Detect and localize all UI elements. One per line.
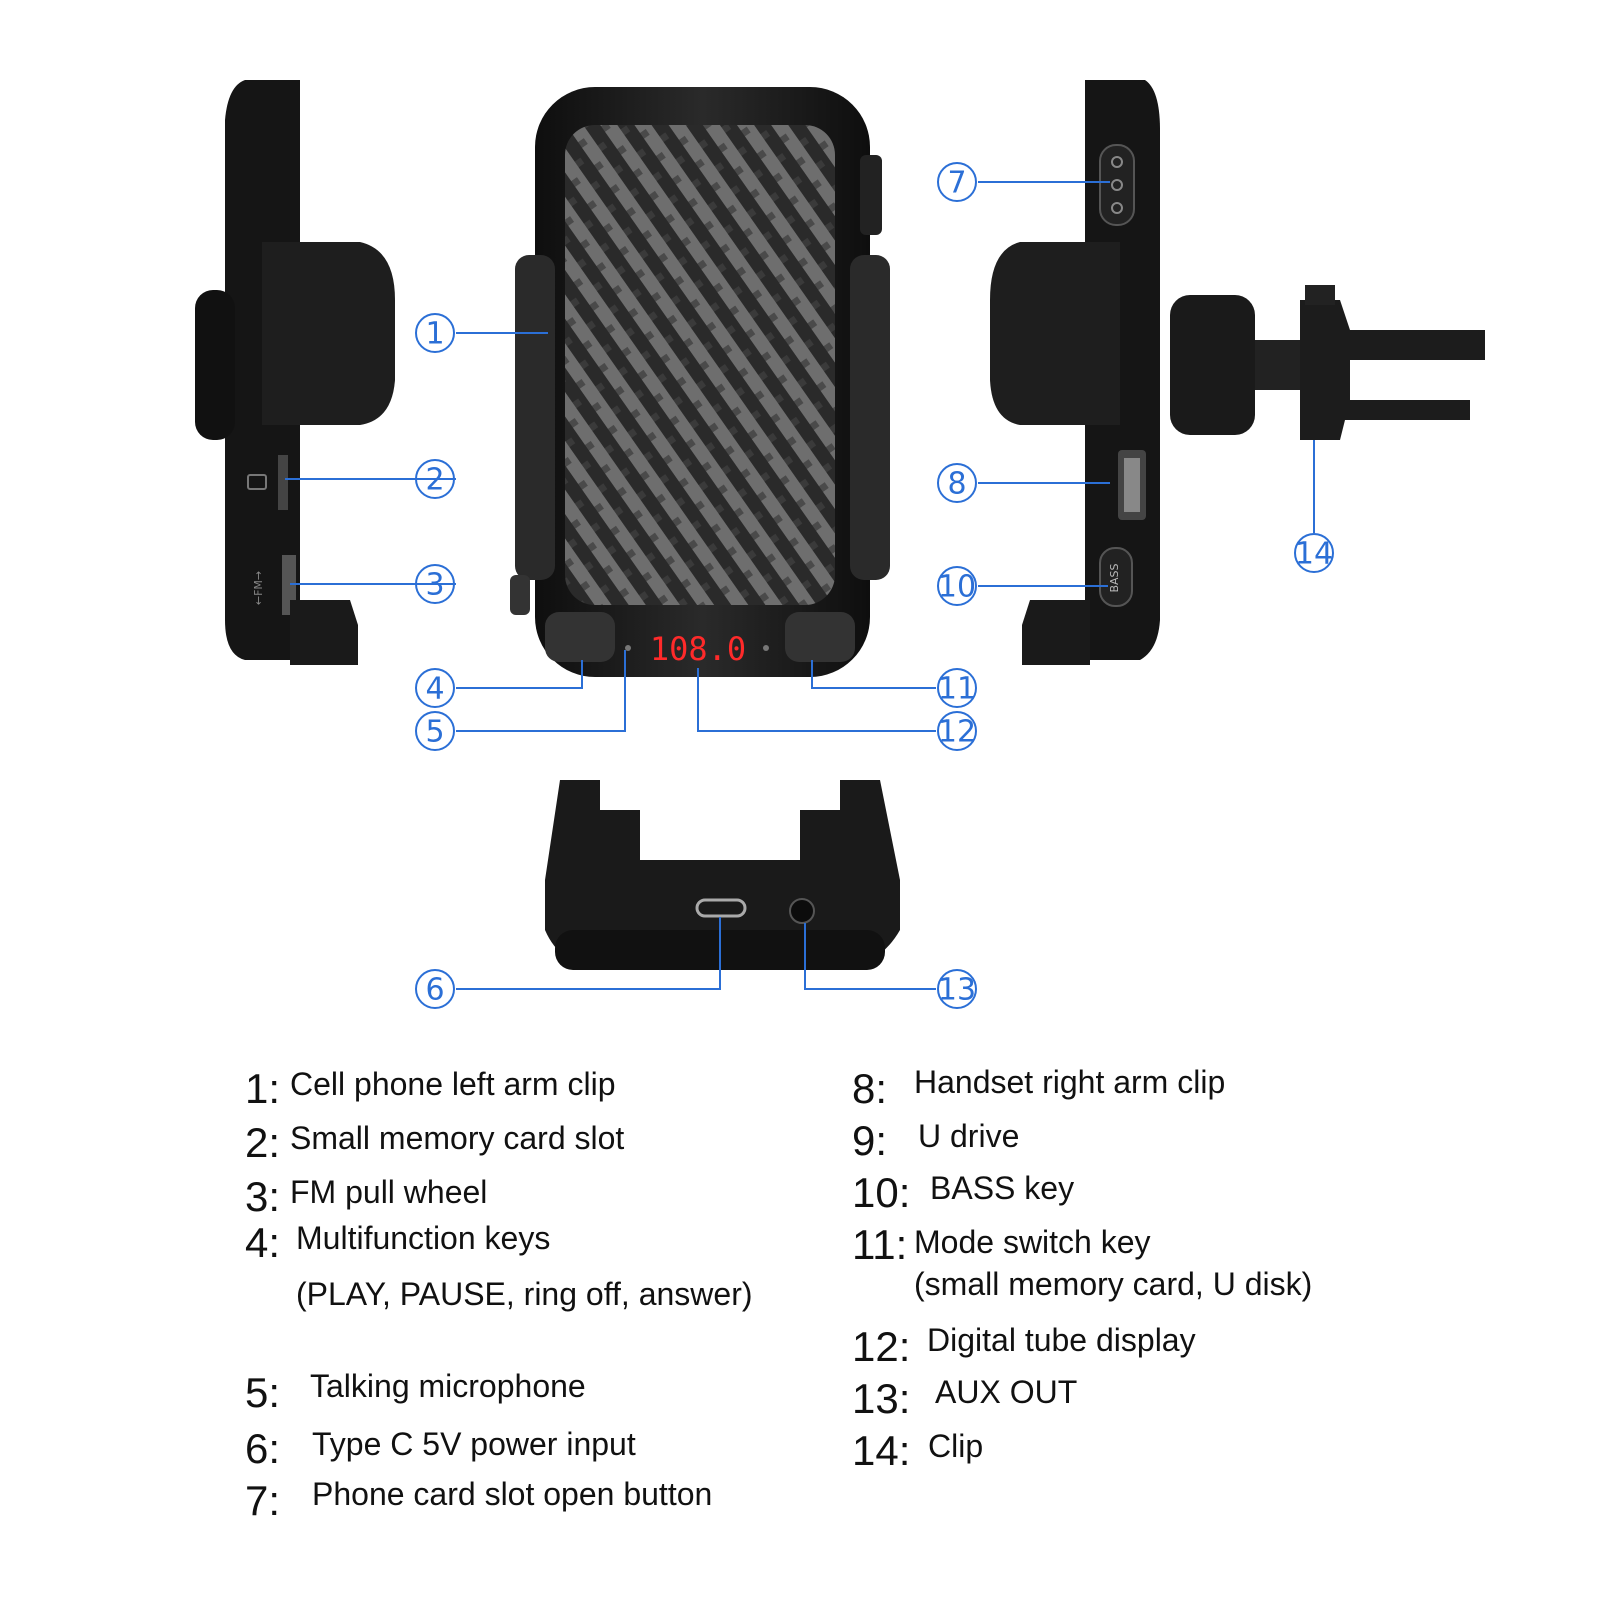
front-view: 108.0 [510,87,890,677]
callout-12: 12 [938,715,976,750]
legend-num-11: 11: [852,1221,908,1268]
legend-item-4-detail: (PLAY, PAUSE, ring off, answer) [296,1276,753,1312]
product-diagram: ←FM→ 108.0 BASS [195,80,1485,1009]
multifunction-key [545,612,615,662]
callout-circle [415,313,455,353]
fm-label: ←FM→ [252,571,265,605]
right-side-view: BASS [990,80,1485,665]
legend-item-11: Mode switch key [914,1224,1151,1260]
legend-item-14: Clip [928,1428,984,1464]
bass-key-label: BASS [1108,563,1121,592]
legend-item-11-detail: (small memory card, U disk) [914,1266,1313,1302]
bass-key [1099,547,1133,607]
legend-num-8: 8: [852,1065,888,1112]
mode-key [785,612,855,662]
legend-num-13: 13: [852,1375,911,1422]
legend-num-12: 12: [852,1323,911,1370]
legend-item-9: U drive [918,1118,1020,1154]
digital-display: 108.0 [650,630,746,668]
legend-item-7: Phone card slot open button [312,1476,713,1512]
legend-num-14: 14: [852,1427,911,1474]
legend-num-7: 7: [245,1477,281,1524]
card-slot-button [1099,144,1135,226]
callout-circle [937,668,977,708]
left-side-view: ←FM→ [195,80,395,665]
legend-num-9: 9: [852,1117,888,1164]
callout-circle [415,459,455,499]
callout-circle [415,711,455,751]
legend-item-13: AUX OUT [935,1374,1078,1410]
vent-clip [1300,300,1485,440]
legend-num-3: 3: [245,1173,281,1220]
legend-item-12: Digital tube display [927,1322,1196,1358]
memory-card-slot [278,455,288,510]
legend-item-2: Small memory card slot [290,1120,625,1156]
legend-num-4: 4: [245,1219,281,1266]
ball-joint [1170,295,1255,435]
aux-jack [789,898,815,924]
callout-circle [937,969,977,1009]
microphone-hole [625,645,631,651]
callout-3: 3 [425,568,444,603]
type-c-port [695,898,747,918]
callout-lines [285,181,1315,990]
callout-circle [1294,533,1334,573]
carbon-panel [565,125,835,605]
legend-num-2: 2: [245,1119,281,1166]
bottom-view [545,780,900,970]
callout-1: 1 [425,317,444,352]
legend-num-1: 1: [245,1065,281,1112]
callout-11: 11 [938,672,976,707]
legend-item-5: Talking microphone [310,1368,586,1404]
callout-circle [415,668,455,708]
legend-item-3: FM pull wheel [290,1174,488,1210]
callout-7: 7 [947,166,966,201]
callout-5: 5 [425,715,444,750]
callout-circle [415,969,455,1009]
callout-markers [415,162,1334,1009]
callout-circle [937,162,977,202]
callout-circle [937,566,977,606]
callout-10: 10 [938,570,976,605]
legend-num-10: 10: [852,1169,911,1216]
callout-6: 6 [425,973,444,1008]
callout-2: 2 [425,463,444,498]
callout-circle [415,564,455,604]
callout-4: 4 [425,672,444,707]
callout-14: 14 [1295,537,1333,572]
callout-8: 8 [947,467,966,502]
callout-circle [937,711,977,751]
legend-item-1: Cell phone left arm clip [290,1066,616,1102]
callout-circle [937,463,977,503]
legend-item-6: Type C 5V power input [312,1426,636,1462]
legend-num-5: 5: [245,1369,281,1416]
callout-13: 13 [938,973,976,1008]
legend-item-8: Handset right arm clip [914,1064,1226,1100]
legend-item-10: BASS key [930,1170,1075,1206]
legend-item-4: Multifunction keys [296,1220,551,1256]
legend-num-6: 6: [245,1425,281,1472]
